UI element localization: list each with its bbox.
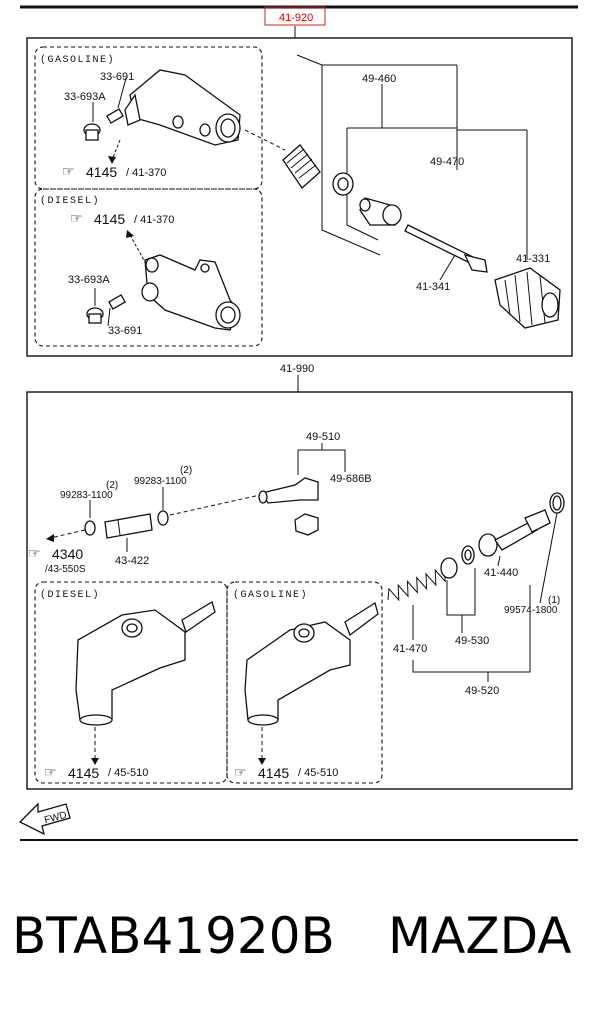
gasoline-box <box>34 46 263 190</box>
pointing-hand-icon: ☞ <box>28 545 41 561</box>
top-frame <box>26 37 573 357</box>
seal-ring <box>332 172 354 196</box>
gasoline-bleeder-screw <box>83 108 124 141</box>
bottom-frame <box>26 391 573 790</box>
gasoline-label: (GASOLINE) <box>40 54 115 66</box>
label-41-341[interactable]: 41-341 <box>416 281 450 293</box>
ref-43-550s[interactable]: /43-550S <box>45 564 86 575</box>
snap-ring <box>549 492 565 514</box>
ref-41-370-b[interactable]: / 41-370 <box>134 214 174 226</box>
label-41-331[interactable]: 41-331 <box>516 253 550 265</box>
diesel-label: (DIESEL) <box>40 195 100 207</box>
nut-fitting <box>294 513 319 536</box>
gasoline-release-cylinder <box>244 601 379 726</box>
ref-4340[interactable]: 4340 <box>52 546 83 562</box>
boot-small <box>282 144 321 189</box>
pointing-hand-icon: ☞ <box>44 764 57 780</box>
diesel-release-cylinder <box>75 601 216 726</box>
gasoline-master-cylinder <box>124 69 241 146</box>
ref-41-370-a[interactable]: / 41-370 <box>126 167 166 179</box>
brand-caption: MAZDA <box>388 907 571 965</box>
ref-4145-a[interactable]: 4145 <box>86 164 117 180</box>
pointing-hand-icon: ☞ <box>70 210 83 226</box>
boot-large <box>494 267 561 329</box>
hose-clamp-b <box>157 510 169 526</box>
label-99283-b[interactable]: 99283-1100 <box>134 476 187 487</box>
qty-1: (1) <box>548 595 560 606</box>
qty-2-b: (2) <box>180 465 192 476</box>
ref-45-510-c[interactable]: / 45-510 <box>108 767 148 779</box>
top-group-code[interactable]: 41-920 <box>279 12 313 24</box>
push-rod <box>404 224 488 273</box>
label-41-440[interactable]: 41-440 <box>484 567 518 579</box>
piston <box>359 197 402 226</box>
ref-4145-b[interactable]: 4145 <box>94 211 125 227</box>
diesel-lower-label: (DIESEL) <box>40 589 100 601</box>
ref-4145-d[interactable]: 4145 <box>258 765 289 781</box>
label-49-530[interactable]: 49-530 <box>455 635 489 647</box>
label-41-470[interactable]: 41-470 <box>393 643 427 655</box>
label-49-686b[interactable]: 49-686B <box>330 473 372 485</box>
gasoline-lower-label: (GASOLINE) <box>233 589 308 601</box>
pointing-hand-icon: ☞ <box>62 163 75 179</box>
hose-clamp-a <box>84 520 96 536</box>
fitting-elbow <box>258 477 319 504</box>
label-43-422[interactable]: 43-422 <box>115 555 149 567</box>
spring-seat <box>440 557 458 579</box>
ref-4145-c[interactable]: 4145 <box>68 765 99 781</box>
cup-seal <box>461 545 475 565</box>
hose <box>104 513 153 539</box>
label-33-693a-b[interactable]: 33-693A <box>68 274 110 286</box>
part-number-caption: BTAB41920B <box>12 907 335 965</box>
label-99574[interactable]: 99574-1800 <box>504 605 558 616</box>
label-99283-a[interactable]: 99283-1100 <box>60 490 113 501</box>
diesel-box <box>34 188 263 347</box>
highlight-box <box>264 6 326 26</box>
label-33-691-a[interactable]: 33-691 <box>100 71 134 83</box>
bottom-group-code[interactable]: 41-990 <box>280 363 314 375</box>
diesel-lower-box <box>34 581 228 784</box>
label-49-470[interactable]: 49-470 <box>430 156 464 168</box>
piston-rod <box>478 509 551 557</box>
label-49-520[interactable]: 49-520 <box>465 685 499 697</box>
pointing-hand-icon: ☞ <box>234 764 247 780</box>
label-49-460[interactable]: 49-460 <box>362 73 396 85</box>
diesel-master-cylinder <box>141 254 241 331</box>
qty-2-a: (2) <box>106 480 118 491</box>
ref-45-510-d[interactable]: / 45-510 <box>298 767 338 779</box>
spring <box>387 565 454 602</box>
label-49-510[interactable]: 49-510 <box>306 431 340 443</box>
label-33-693a-a[interactable]: 33-693A <box>64 91 106 103</box>
label-33-691-b[interactable]: 33-691 <box>108 325 142 337</box>
diesel-bleeder-screw <box>86 294 126 324</box>
forward-arrow-icon: FWD <box>18 802 71 836</box>
